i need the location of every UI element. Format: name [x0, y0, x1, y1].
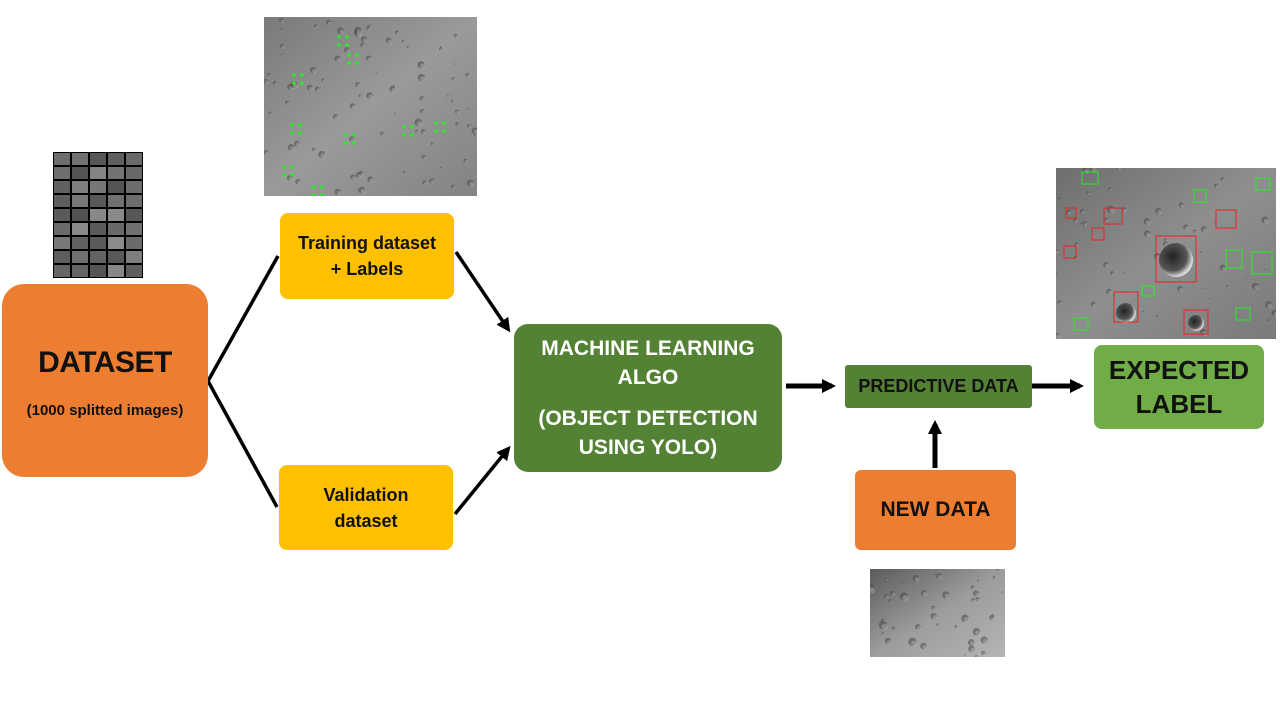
training-label-line2: + Labels [330, 259, 404, 279]
validation-to-ml-arrow [453, 445, 511, 516]
dataset-subtitle: (1000 splitted images) [26, 402, 184, 419]
training-label-line1: Training dataset [297, 233, 437, 253]
validation-dataset-box: Validation dataset [279, 465, 453, 550]
dataset-to-training-line [206, 255, 280, 382]
expected-label-line2: LABEL [1135, 389, 1223, 419]
new-data-image [870, 569, 1005, 657]
dataset-to-validation-line [206, 380, 279, 508]
expected-label-image [1056, 168, 1276, 339]
training-dataset-box: Training dataset + Labels [280, 213, 454, 299]
expected-label-line1: EXPECTED [1108, 355, 1250, 385]
ml-label-line3: (OBJECT DETECTION [538, 407, 758, 430]
ml-label-line2: ALGO [617, 366, 679, 389]
validation-label-line1: Validation [323, 484, 409, 505]
validation-label-line2: dataset [334, 510, 398, 531]
training-to-ml-arrow [454, 251, 511, 333]
training-sample-image [264, 17, 477, 196]
dataset-title: DATASET [38, 346, 172, 379]
ml-label-line4: USING YOLO) [578, 436, 718, 459]
new-data-box: NEW DATA [855, 470, 1016, 550]
ml-label-line1: MACHINE LEARNING [541, 337, 755, 360]
predictive-data-box: PREDICTIVE DATA [845, 365, 1032, 408]
predictive-label: PREDICTIVE DATA [858, 376, 1019, 396]
dataset-box: DATASET (1000 splitted images) [2, 284, 208, 477]
expected-label-box: EXPECTED LABEL [1094, 345, 1264, 429]
ml-algo-box: MACHINE LEARNING ALGO (OBJECT DETECTION … [514, 324, 782, 472]
new-data-label: NEW DATA [880, 498, 991, 521]
dataset-grid-image [53, 152, 143, 278]
